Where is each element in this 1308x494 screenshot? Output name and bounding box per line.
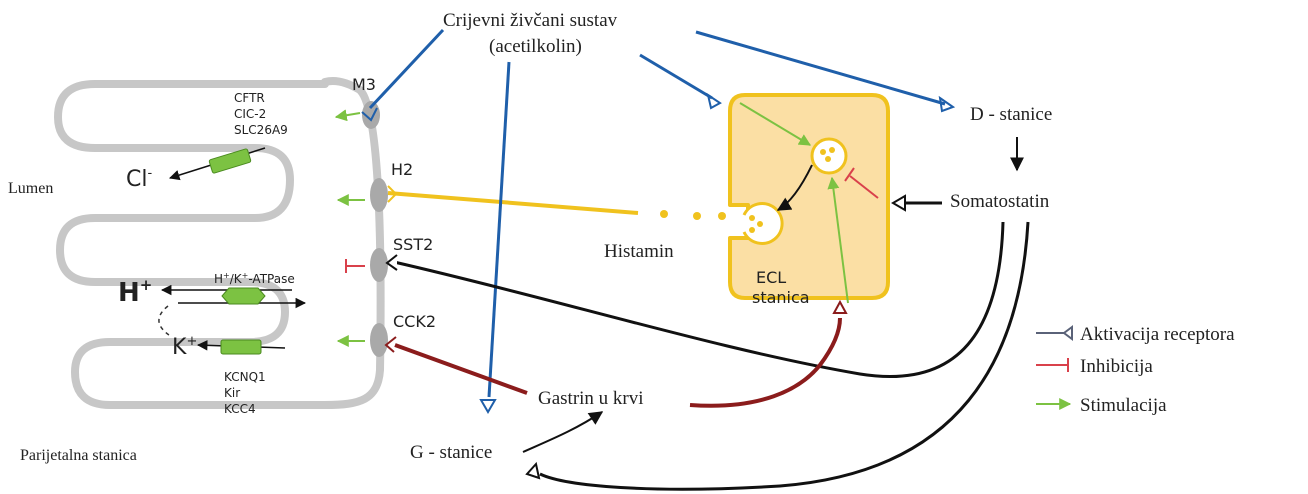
- m3-receptor: [362, 101, 380, 129]
- cck2-label: CCK2: [393, 312, 436, 331]
- histamine-granule: [757, 221, 763, 227]
- d-cells-activation-mark: [938, 95, 956, 113]
- somatostatin-ecl-inhibition: [844, 167, 879, 199]
- histamine-dot: [693, 212, 701, 220]
- g-cells-secretion-arrow: [522, 411, 604, 453]
- legend-activation-label: Aktivacija receptora: [1080, 324, 1235, 345]
- histamine-dot: [718, 212, 726, 220]
- slc26a9-label: SLC26A9: [234, 123, 288, 137]
- ecl-gastrin-receptor-mark: [832, 299, 848, 314]
- g-cells-activation-mark: [479, 399, 497, 414]
- exocytosis-vesicle: [742, 202, 784, 245]
- chloride-ion: Cl-: [126, 166, 152, 192]
- histamine-h2-line: [387, 191, 639, 215]
- parietal-cell-membrane: [54, 77, 385, 409]
- histamine-granule: [829, 147, 835, 153]
- legend-activation-mark: [1062, 325, 1073, 341]
- h2-activation-mark: [387, 185, 398, 203]
- histamine-granule: [825, 156, 831, 162]
- sst2-label: SST2: [393, 235, 433, 254]
- somatostatin-label: Somatostatin: [950, 191, 1050, 212]
- sst2-activation-mark: [385, 254, 398, 271]
- histamine-label: Histamin: [604, 241, 674, 262]
- cck2-activation-mark: [384, 336, 397, 353]
- proton-pump: [221, 287, 266, 305]
- sst2-receptor: [370, 248, 388, 282]
- potassium-channel: [220, 339, 262, 355]
- ecl-label-line2: stanica: [752, 288, 810, 307]
- cftr-label: CFTR: [234, 91, 265, 105]
- enteric-to-d-cells-line: [695, 30, 946, 106]
- gastrin-cck2-line: [394, 343, 528, 395]
- vesicle-fusion-arrow: [776, 164, 813, 211]
- potassium-ion: K+: [172, 334, 197, 360]
- legend: Aktivacija receptora Inhibicija Stimulac…: [1036, 324, 1235, 416]
- ecl-somatostatin-receptor-mark: [891, 194, 906, 212]
- gastrin-ecl-line: [689, 317, 842, 408]
- enteric-to-ecl-line: [639, 53, 713, 100]
- m3-activation-mark: [361, 107, 378, 122]
- gastrin-ecl-stimulation-arrow: [827, 176, 849, 304]
- histamine-granule: [820, 149, 826, 155]
- ecl-activation-mark: [706, 92, 722, 110]
- kcnq1-label: KCNQ1: [224, 370, 266, 384]
- sst2-inhibition-mark: [345, 259, 365, 273]
- cic2-label: CIC-2: [234, 107, 266, 121]
- lumen-label: Lumen: [8, 180, 53, 197]
- somatostatin-sst2-line: [393, 221, 1005, 379]
- chloride-channel: [208, 148, 252, 174]
- histamine-granule: [749, 215, 755, 221]
- g-cells-label: G - stanice: [410, 442, 492, 463]
- m3-stimulation-arrow: [334, 109, 361, 122]
- kcc4-label: KCC4: [224, 402, 256, 416]
- g-cells-somatostatin-mark: [525, 461, 541, 480]
- cck2-receptor: [370, 323, 388, 357]
- kir-label: Kir: [224, 386, 240, 400]
- enteric-to-m3-line: [368, 28, 445, 110]
- h2-label: H2: [391, 160, 413, 179]
- proton-ion: H+: [118, 276, 152, 308]
- legend-inhibition-label: Inhibicija: [1080, 356, 1153, 377]
- d-cells-label: D - stanice: [970, 104, 1052, 125]
- histamine-dot: [660, 210, 668, 218]
- potassium-recycling-path: [158, 305, 173, 338]
- m3-label: M3: [352, 75, 376, 94]
- enteric-label-line1: Crijevni živčani sustav: [443, 10, 618, 31]
- ecl-label-line1: ECL: [756, 268, 786, 287]
- histamine-granule: [749, 227, 755, 233]
- ach-ecl-stimulation-arrow: [739, 102, 812, 146]
- proton-pump-label: H+/K+-ATPase: [214, 271, 295, 286]
- somatostatin-g-cells-line: [539, 221, 1030, 491]
- legend-stimulation-label: Stimulacija: [1080, 395, 1167, 416]
- h2-receptor: [370, 178, 388, 212]
- ecl-cell: [728, 93, 890, 300]
- enteric-to-g-cells-line: [487, 61, 511, 398]
- histamine-vesicle: [810, 137, 848, 175]
- gastrin-label: Gastrin u krvi: [538, 388, 644, 409]
- enteric-label-line2: (acetilkolin): [489, 36, 582, 57]
- parietal-cell-label: Parijetalna stanica: [20, 447, 137, 464]
